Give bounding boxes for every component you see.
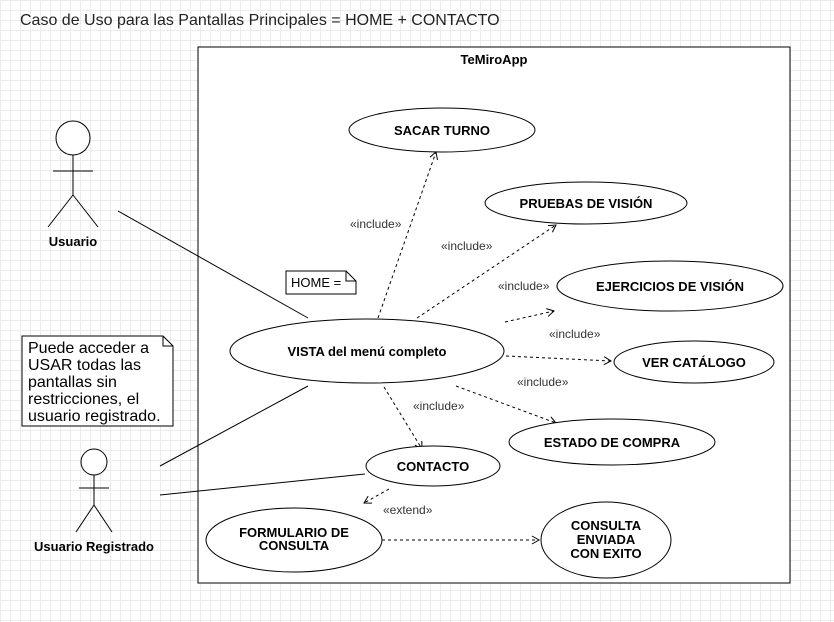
association-usuario-vista[interactable] <box>117 210 309 319</box>
actor-registrado-label: Usuario Registrado <box>34 539 154 554</box>
include-label-sacar-turno: «include» <box>350 217 402 231</box>
usecase-contacto[interactable]: CONTACTO <box>365 445 501 487</box>
usecase-ejercicios-vision-label: EJERCICIOS DE VISIÓN <box>596 279 744 294</box>
association-registrado-vista[interactable] <box>159 385 309 467</box>
actor-usuario-registrado[interactable] <box>75 448 113 533</box>
usecase-contacto-label: CONTACTO <box>397 459 469 474</box>
usecase-consulta-enviada[interactable]: CONSULTA ENVIADA CON EXITO <box>540 501 672 579</box>
include-pruebas-vision-arrow[interactable] <box>416 224 557 319</box>
extend-label: «extend» <box>383 503 433 517</box>
note-access-line-1: Puede acceder a <box>28 340 149 357</box>
include-sacar-turno-arrow[interactable] <box>377 151 438 319</box>
note-access-line-5: usuario registrado. <box>28 408 161 425</box>
include-label-ver-catalogo: «include» <box>549 327 601 341</box>
actor-right-leg <box>72 194 99 228</box>
usecase-formulario-label-line-1: FORMULARIO DE <box>239 525 349 540</box>
include-label-contacto: «include» <box>413 399 465 413</box>
include-contacto-arrow[interactable] <box>383 386 423 450</box>
actor-head <box>80 448 108 476</box>
usecase-ver-catalogo-label: VER CATÁLOGO <box>642 355 746 370</box>
usecase-consulta-enviada-line-2: ENVIADA <box>577 532 636 547</box>
extend-formulario-arrow[interactable] <box>363 488 390 504</box>
usecase-formulario-consulta[interactable]: FORMULARIO DE CONSULTA <box>205 507 383 573</box>
note-access[interactable]: Puede acceder a USAR todas las pantallas… <box>21 335 174 427</box>
usecase-ejercicios-vision[interactable]: EJERCICIOS DE VISIÓN <box>556 260 784 312</box>
actor-usuario[interactable] <box>47 120 99 228</box>
actor-right-leg <box>93 504 113 533</box>
usecase-sacar-turno-label: SACAR TURNO <box>394 123 490 138</box>
actor-head <box>55 120 91 156</box>
usecase-pruebas-vision[interactable]: PRUEBAS DE VISIÓN <box>484 181 688 225</box>
note-access-line-4: restricciones, el <box>28 391 139 408</box>
usecase-sacar-turno[interactable]: SACAR TURNO <box>348 107 536 153</box>
actor-usuario-label: Usuario <box>49 234 97 249</box>
usecase-estado-compra-label: ESTADO DE COMPRA <box>544 435 681 450</box>
note-home[interactable]: HOME = <box>285 270 357 295</box>
usecase-vista-menu[interactable]: VISTA del menú completo <box>229 318 505 384</box>
system-name: TeMiroApp <box>461 52 528 67</box>
include-label-estado-compra: «include» <box>517 375 569 389</box>
note-access-line-2: USAR todas las <box>28 357 141 374</box>
note-home-text: HOME = <box>291 275 341 290</box>
usecase-formulario-label-line-2: CONSULTA <box>259 538 330 553</box>
usecase-pruebas-vision-label: PRUEBAS DE VISIÓN <box>520 196 653 211</box>
include-label-pruebas-vision: «include» <box>441 239 493 253</box>
diagram-title: Caso de Uso para las Pantallas Principal… <box>20 12 500 29</box>
usecase-estado-compra[interactable]: ESTADO DE COMPRA <box>508 418 716 466</box>
usecase-consulta-enviada-line-3: CON EXITO <box>570 546 641 561</box>
usecase-vista-menu-label: VISTA del menú completo <box>288 344 447 359</box>
usecase-consulta-enviada-line-1: CONSULTA <box>571 518 642 533</box>
actor-left-leg <box>47 194 74 228</box>
include-label-ejercicios-vision: «include» <box>498 279 550 293</box>
note-access-line-3: pantallas sin <box>28 374 117 391</box>
usecase-ver-catalogo[interactable]: VER CATÁLOGO <box>613 340 775 384</box>
actor-left-leg <box>75 504 95 533</box>
association-registrado-contacto[interactable] <box>159 473 366 496</box>
include-ejercicios-vision-arrow[interactable] <box>504 308 555 323</box>
